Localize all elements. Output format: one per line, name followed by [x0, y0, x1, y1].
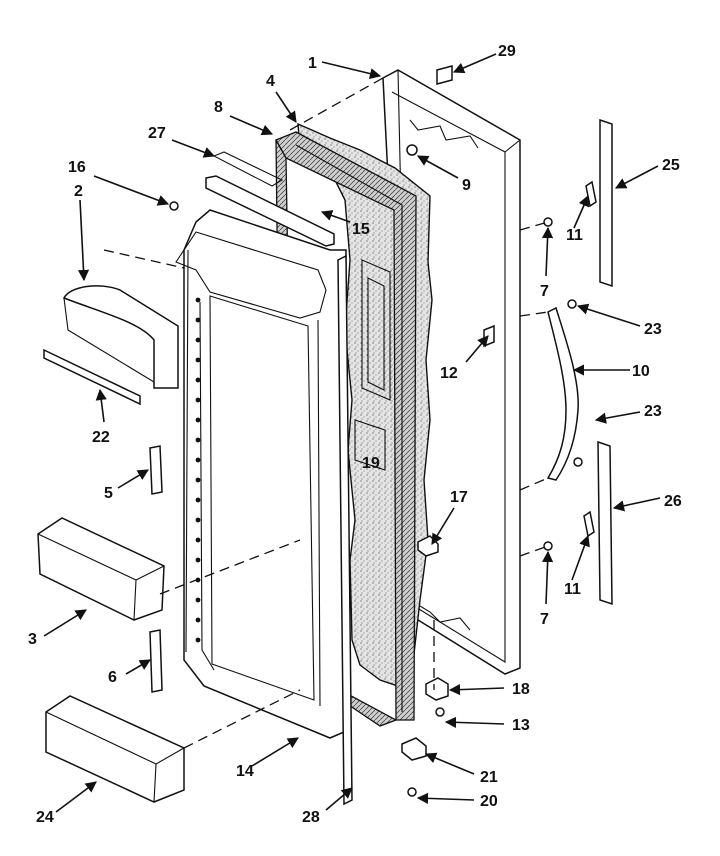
- callout-6: 6: [108, 669, 117, 686]
- callout-27: 27: [148, 125, 166, 142]
- inner-door-liner: [175, 209, 347, 739]
- callout-20: 20: [480, 793, 498, 810]
- dairy-door: [43, 285, 179, 406]
- liner-hole: [195, 597, 201, 603]
- callout-26: 26: [664, 493, 682, 510]
- callout-23-lower: 23: [644, 403, 662, 420]
- liner-hole: [195, 517, 201, 523]
- door-handle: [546, 306, 579, 481]
- callout-10: 10: [632, 363, 650, 380]
- callout-5: 5: [104, 485, 113, 502]
- callout-17: 17: [450, 489, 468, 506]
- callout-4: 4: [266, 73, 275, 90]
- liner-hole: [195, 537, 201, 543]
- callout-22: 22: [92, 429, 110, 446]
- callout-8: 8: [214, 99, 223, 116]
- liner-hole: [195, 477, 201, 483]
- callout-1: 1: [308, 55, 317, 72]
- callout-23-upper: 23: [644, 321, 662, 338]
- callout-3: 3: [28, 631, 37, 648]
- bin-support-upper: [149, 445, 163, 495]
- liner-hole: [195, 337, 201, 343]
- door-bin-lower: [45, 695, 185, 803]
- callout-14: 14: [236, 763, 254, 780]
- callout-labels: 1 29 4 8 27 16 2 9 15 25 11 7 23 12 10 2…: [28, 43, 682, 826]
- liner-hole: [195, 557, 201, 563]
- callout-19: 19: [362, 455, 380, 472]
- callout-25: 25: [662, 157, 680, 174]
- trim-strip-lower: [597, 440, 613, 606]
- callout-16: 16: [68, 159, 86, 176]
- bin-support-lower: [149, 629, 163, 693]
- liner-top-trim: [205, 151, 335, 247]
- liner-hole: [195, 437, 201, 443]
- callout-13: 13: [512, 717, 530, 734]
- callout-11-upper: 11: [566, 227, 583, 244]
- liner-hole: [195, 377, 201, 383]
- leader-lines: [43, 53, 661, 813]
- long-hinge-pin: [337, 254, 353, 806]
- hinge-plate: [401, 737, 427, 761]
- liner-hole: [195, 497, 201, 503]
- callout-12: 12: [440, 365, 458, 382]
- callout-18: 18: [512, 681, 530, 698]
- liner-hole: [195, 417, 201, 423]
- callout-15: 15: [352, 221, 370, 238]
- liner-hole: [195, 457, 201, 463]
- callout-7-lower: 7: [540, 611, 549, 628]
- liner-hole: [195, 317, 201, 323]
- callout-24: 24: [36, 809, 54, 826]
- callout-11-lower: 11: [564, 581, 581, 598]
- liner-hole: [195, 637, 201, 643]
- liner-hole: [195, 397, 201, 403]
- callout-2: 2: [74, 183, 83, 200]
- door-bin-upper: [37, 517, 165, 621]
- liner-hole: [195, 297, 201, 303]
- liner-hole: [195, 357, 201, 363]
- callout-21: 21: [480, 769, 498, 786]
- callout-29: 29: [498, 43, 516, 60]
- label-plate: [436, 65, 453, 85]
- trim-strip-upper: [599, 118, 613, 288]
- hinge-bracket: [425, 677, 449, 701]
- callout-9: 9: [462, 177, 471, 194]
- assembly-lines: [103, 77, 549, 749]
- liner-holes: [195, 297, 201, 643]
- callout-28: 28: [302, 809, 320, 826]
- callout-7-upper: 7: [540, 283, 549, 300]
- liner-hole: [195, 617, 201, 623]
